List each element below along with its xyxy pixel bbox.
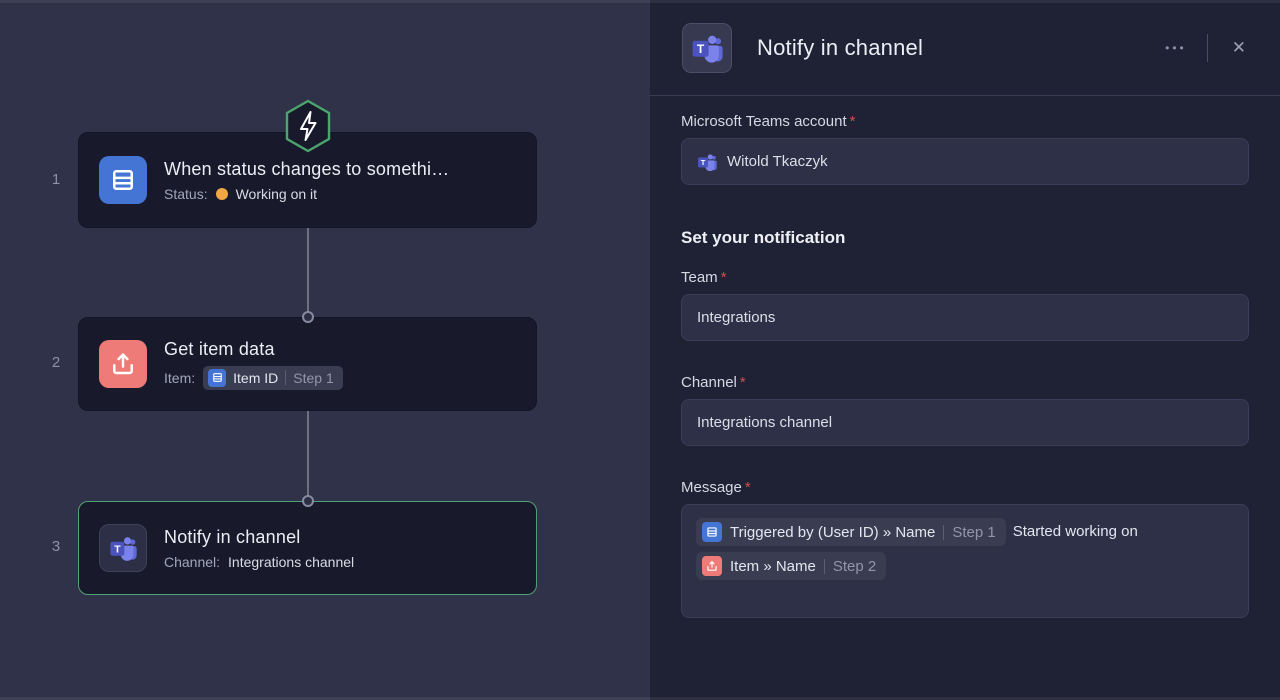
- window-bottom-edge: [0, 697, 1280, 700]
- field-reference-chip[interactable]: Item ID Step 1: [203, 365, 343, 390]
- status-dot-icon: [215, 187, 228, 200]
- more-options-icon[interactable]: •••: [1165, 40, 1187, 55]
- workflow-card-trigger[interactable]: When status changes to somethi… Status: …: [78, 132, 537, 228]
- step-config-panel: Notify in channel ••• ✕ Microsoft Teams …: [650, 0, 1280, 700]
- card-title: When status changes to somethi…: [164, 158, 450, 179]
- chip-label: Item » Name: [730, 557, 816, 575]
- connector-line-1-2: [307, 228, 309, 314]
- account-select[interactable]: Witold Tkaczyk: [681, 138, 1249, 185]
- microsoft-teams-icon: [99, 524, 147, 572]
- chip-divider: [285, 370, 287, 385]
- team-value: Integrations: [697, 309, 776, 326]
- panel-title: Notify in channel: [757, 34, 924, 60]
- window-top-edge: [0, 0, 1280, 3]
- section-heading: Set your notification: [681, 228, 846, 247]
- chip-divider: [823, 558, 825, 574]
- upload-icon: [99, 340, 147, 388]
- chip-step-label: Step 1: [952, 523, 996, 541]
- message-text: Started working on: [1012, 523, 1138, 541]
- step-number-1: 1: [51, 171, 61, 188]
- team-select[interactable]: Integrations: [681, 294, 1249, 341]
- lightning-hexagon-icon: [282, 98, 334, 159]
- message-editor[interactable]: Triggered by (User ID) » Name Step 1 Sta…: [681, 504, 1249, 618]
- chip-label: Item ID: [233, 369, 279, 386]
- required-asterisk: *: [849, 113, 856, 130]
- message-label: Message*: [681, 479, 751, 496]
- chip-label: Triggered by (User ID) » Name: [730, 523, 936, 541]
- account-label: Microsoft Teams account*: [681, 113, 856, 130]
- microsoft-teams-icon: [698, 153, 717, 171]
- connector-line-2-3: [307, 409, 309, 497]
- required-asterisk: *: [720, 269, 727, 286]
- channel-label: Channel*: [681, 374, 746, 391]
- chip-step-label: Step 1: [293, 369, 334, 386]
- workflow-card-notify-in-channel[interactable]: Notify in channel Channel: Integrations …: [78, 501, 537, 595]
- workflow-canvas[interactable]: 1 When status changes to somethi… Status…: [0, 0, 650, 700]
- team-label: Team*: [681, 269, 727, 286]
- card-title: Get item data: [164, 338, 275, 359]
- header-divider: [1206, 33, 1208, 62]
- chip-divider: [943, 524, 945, 540]
- card-subtitle-label: Channel:: [164, 553, 221, 570]
- step-number-3: 3: [51, 538, 61, 555]
- account-value: Witold Tkaczyk: [727, 153, 828, 170]
- connector-node-step3: [302, 495, 314, 507]
- card-subtitle-label: Status:: [164, 185, 208, 202]
- panel-header: Notify in channel ••• ✕: [650, 0, 1280, 96]
- card-subtitle-label: Item:: [164, 369, 196, 386]
- channel-select[interactable]: Integrations channel: [681, 399, 1249, 446]
- status-value: Working on it: [235, 185, 318, 202]
- step-number-2: 2: [51, 354, 61, 371]
- chip-step-label: Step 2: [832, 557, 877, 575]
- required-asterisk: *: [739, 374, 746, 391]
- close-icon[interactable]: ✕: [1231, 37, 1246, 57]
- workflow-card-get-item-data[interactable]: Get item data Item: Item ID Step 1: [78, 317, 537, 411]
- field-reference-chip[interactable]: Item » Name Step 2: [696, 552, 887, 581]
- field-reference-chip[interactable]: Triggered by (User ID) » Name Step 1: [696, 518, 1006, 547]
- microsoft-teams-icon: [682, 22, 732, 73]
- connector-node-step2: [302, 311, 314, 323]
- card-subtitle-value: Integrations channel: [228, 553, 355, 570]
- board-icon: [99, 156, 147, 204]
- board-icon: [208, 368, 227, 387]
- board-icon: [702, 522, 722, 543]
- upload-icon: [702, 556, 722, 577]
- required-asterisk: *: [744, 479, 751, 496]
- card-title: Notify in channel: [164, 526, 301, 547]
- channel-value: Integrations channel: [697, 414, 833, 431]
